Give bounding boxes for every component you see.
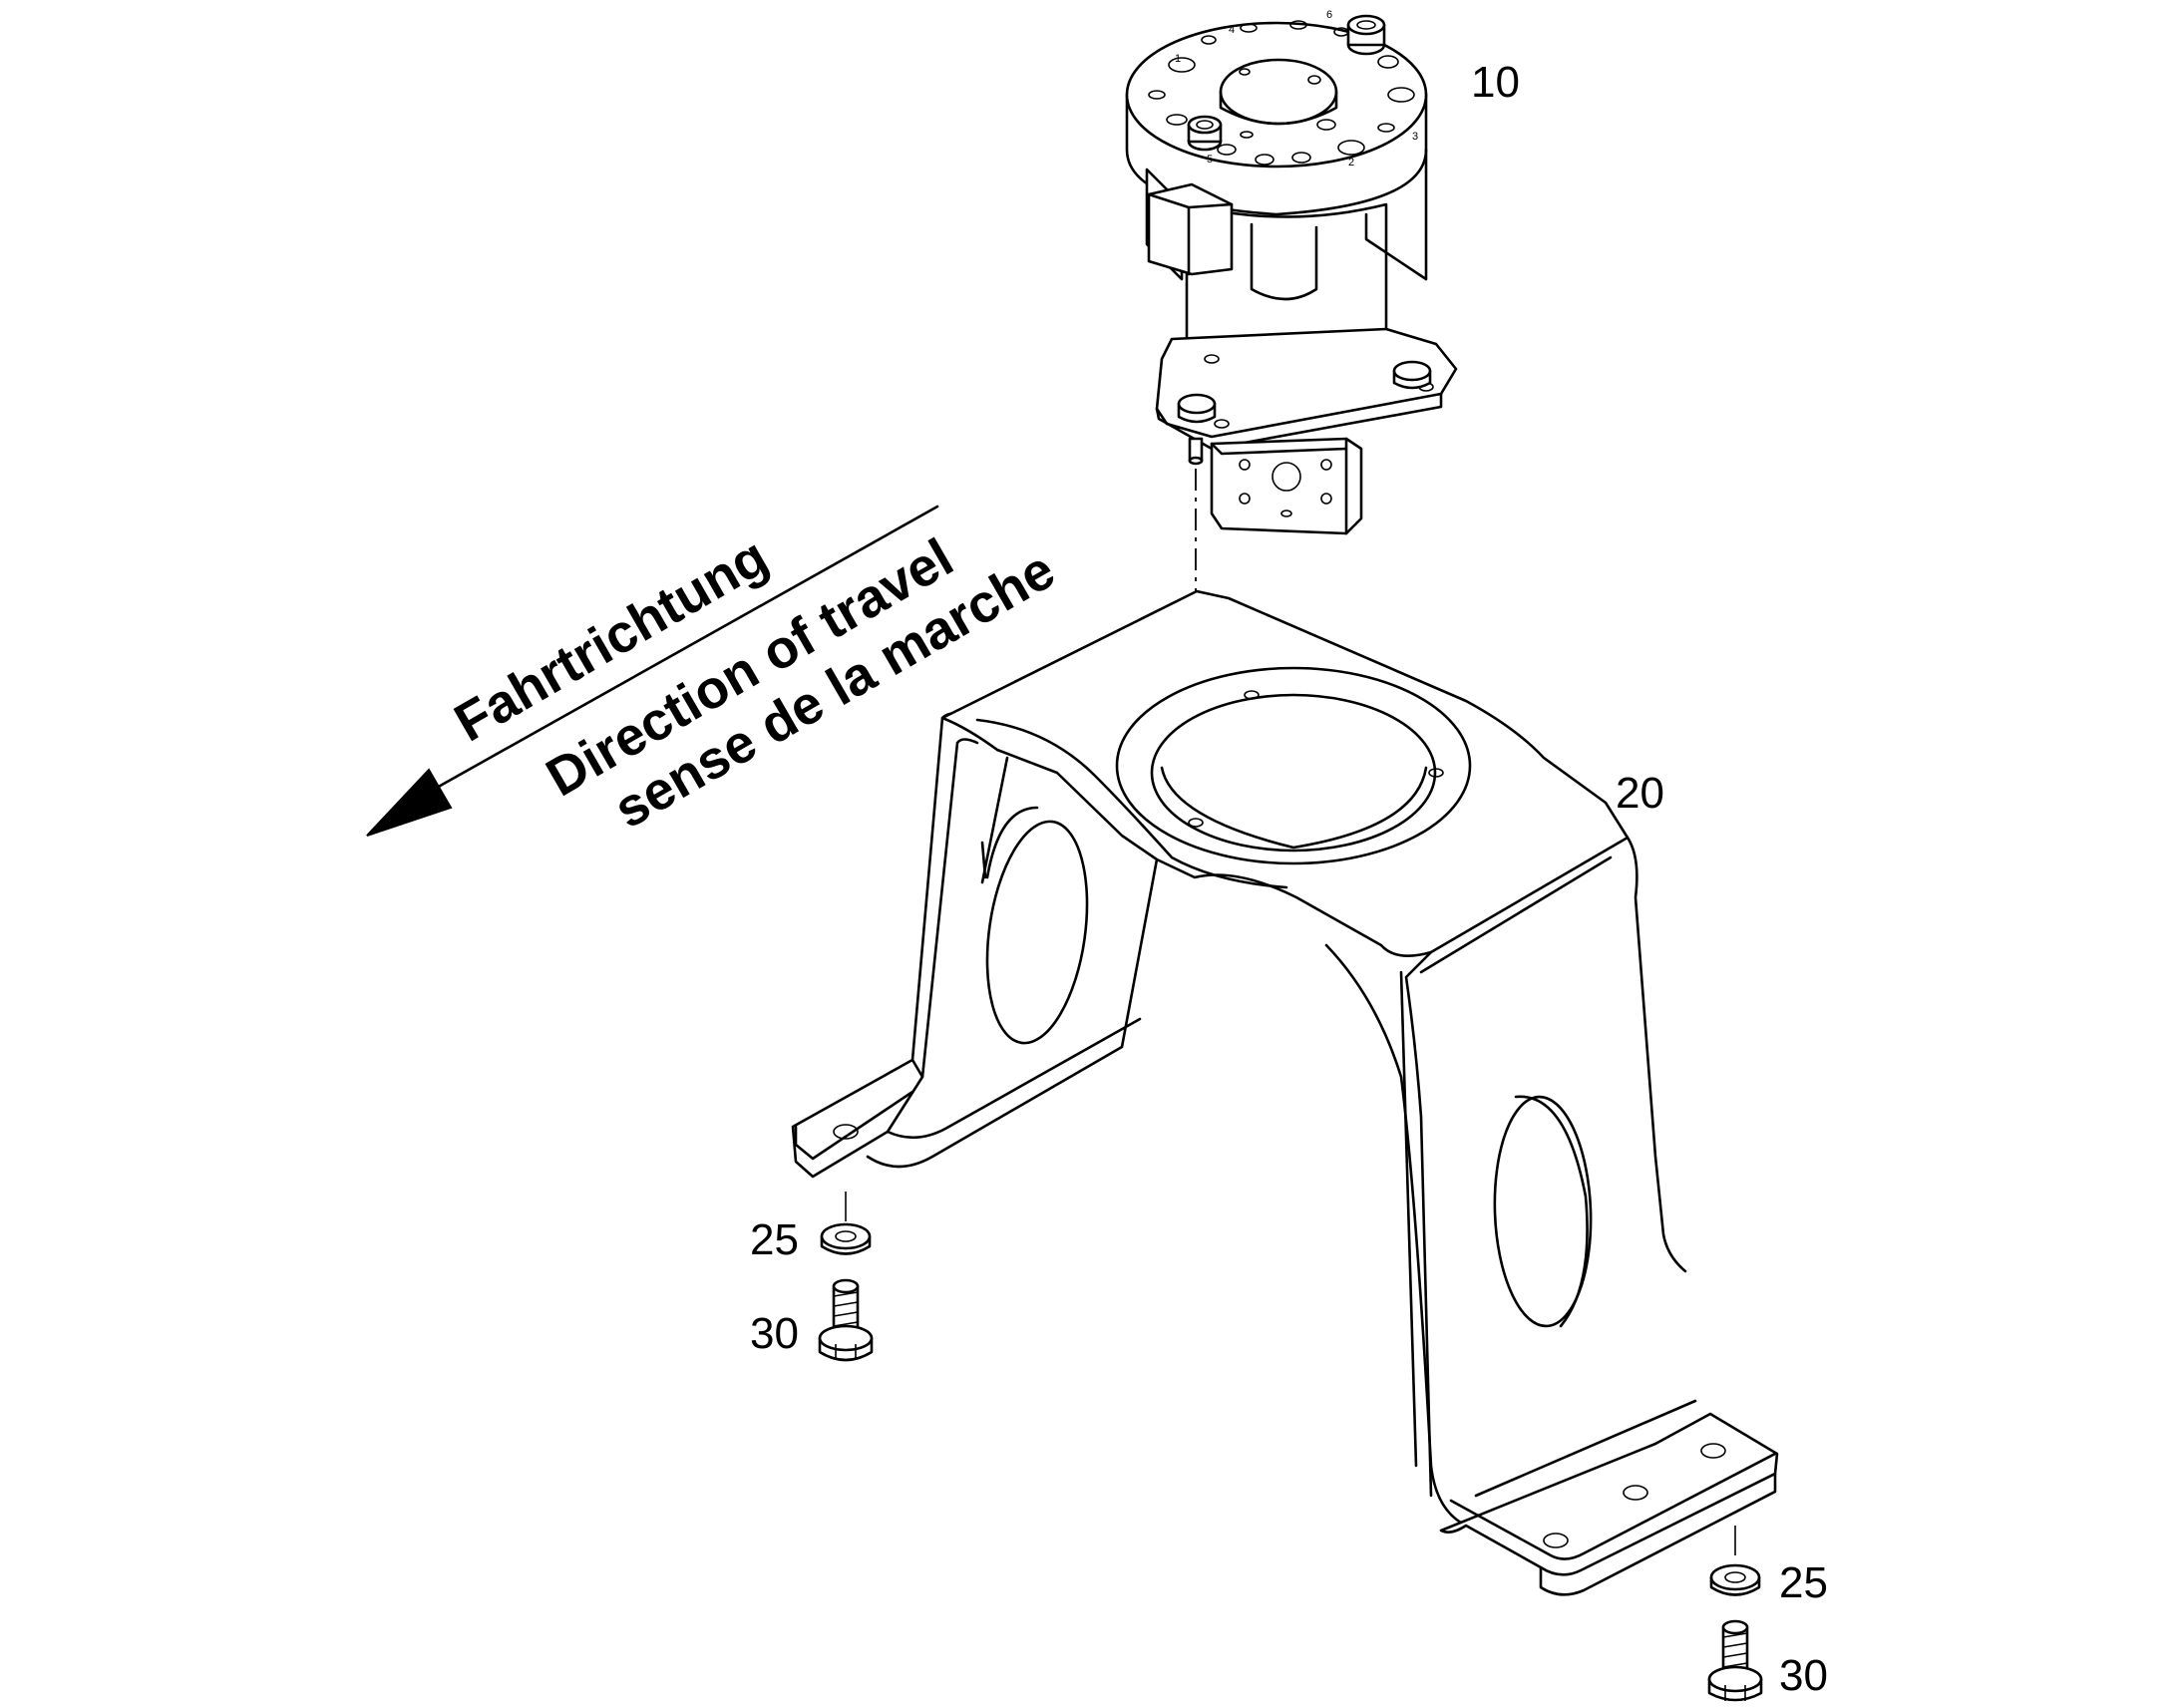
port-mark: 4	[1229, 24, 1235, 36]
callout-part-30-left: 30	[750, 1309, 799, 1358]
port-mark: 2	[1348, 157, 1354, 169]
callout-part-30-right: 30	[1779, 1651, 1828, 1700]
left-fastener-set	[818, 1192, 874, 1362]
port-mark: 5	[1207, 154, 1213, 166]
callout-part-20: 20	[1616, 769, 1664, 818]
port-mark: 1	[1175, 53, 1181, 65]
right-fastener-set	[1707, 1526, 1763, 1702]
direction-arrowhead-icon	[366, 768, 453, 837]
hex-bolt-icon	[1392, 360, 1432, 390]
part-10-swivel-joint: 1 2 3 4 5 6	[1125, 9, 1458, 535]
callout-part-10: 10	[1471, 58, 1520, 107]
washer-icon	[820, 1222, 872, 1255]
hex-bolt-icon	[818, 1278, 874, 1362]
port-mark: 3	[1412, 131, 1418, 143]
port-mark: 6	[1326, 9, 1332, 21]
callout-part-25-left: 25	[750, 1215, 799, 1264]
washer-icon	[1709, 1563, 1761, 1596]
callout-part-25-right: 25	[1779, 1558, 1828, 1607]
hex-bolt-icon	[1177, 393, 1217, 424]
hydraulic-fitting-icon	[1346, 14, 1386, 56]
part-20-mounting-bracket	[791, 589, 1779, 1596]
hex-bolt-icon	[1707, 1619, 1763, 1702]
direction-arrow-shaft	[417, 505, 939, 800]
disc-bolt-holes	[1148, 20, 1415, 166]
hydraulic-fitting-icon	[1187, 115, 1223, 152]
direction-of-travel-indicator: Fahrtrichtung Fahrtrichtung Direction of…	[366, 505, 1065, 840]
